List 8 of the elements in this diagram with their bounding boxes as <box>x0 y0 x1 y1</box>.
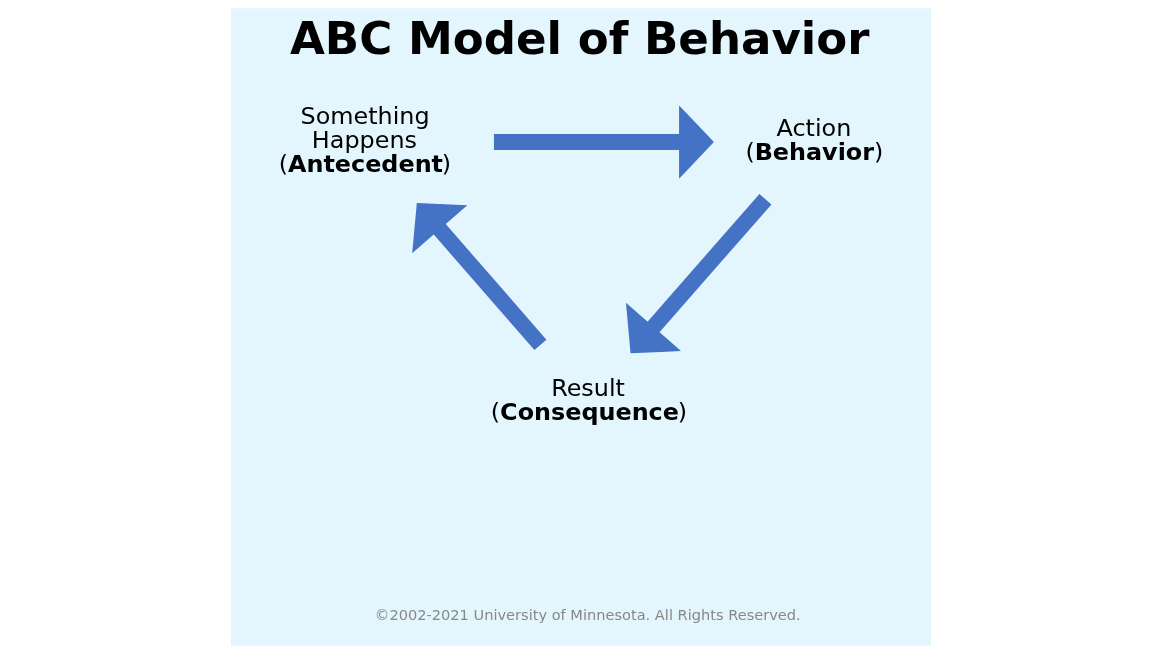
node-text: Action (Behavior) <box>744 113 883 166</box>
label: ©2002-2021 University of Minnesota. All Rights Reserved. <box>374 606 801 624</box>
arrow <box>411 203 546 351</box>
node-text: Something Happens (Antecedent) <box>278 102 451 178</box>
arrow <box>625 193 771 354</box>
node-text: Result (Consequence) <box>490 373 687 426</box>
diagram-title: ABC Model of Behavior <box>289 11 869 65</box>
arrow <box>493 105 714 179</box>
